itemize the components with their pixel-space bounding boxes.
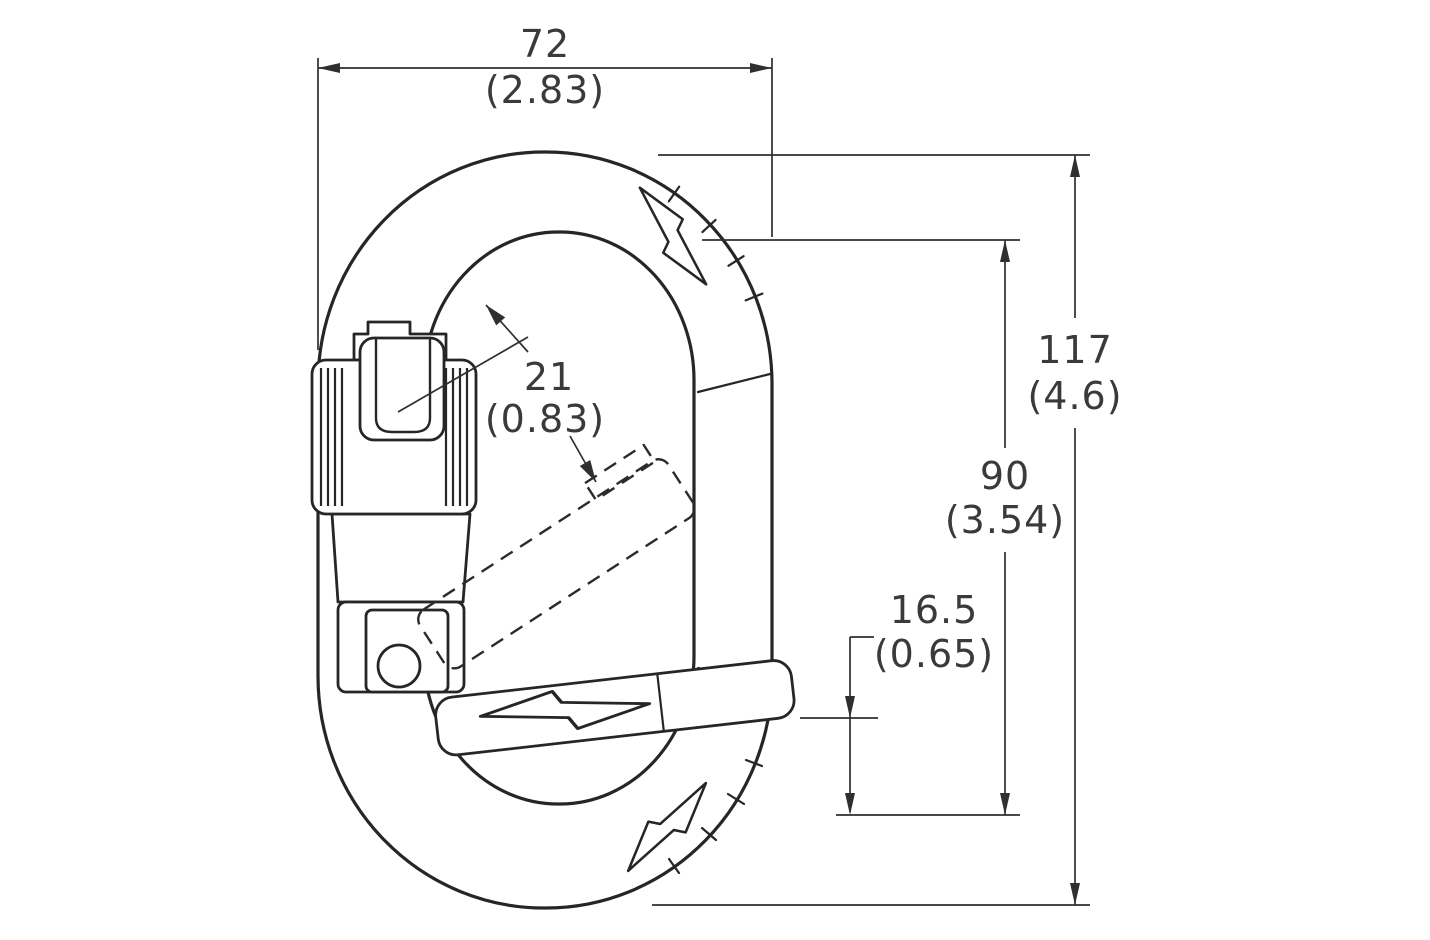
arrow-left-icon [318,63,340,73]
grip-notches-top [667,185,764,302]
arrow-upper-left-icon [486,305,506,326]
open-gate-phantom [417,443,696,670]
arrow-down-icon [1000,793,1010,815]
gate-barrel-upper [330,512,472,604]
arrow-down-icon [1070,883,1080,905]
arrow-down-icon [845,793,855,815]
dim-gate-mm: 21 [524,355,574,399]
arrow-up-icon [1000,240,1010,262]
gate-nose-in-sleeve [374,338,432,434]
open-gate-nose-step [583,443,656,502]
gate-assembly [310,320,478,694]
dimension-overall-height: 117 (4.6) [652,154,1122,906]
gate-latch-arm [434,659,796,757]
lightning-bolt-top-icon [638,186,708,286]
dim-gate-in: (0.83) [485,397,605,441]
dim-width-in: (2.83) [485,68,605,112]
grip-notches-bottom [667,758,764,875]
dim-inner-height-mm: 90 [980,454,1030,498]
lightning-bolt-bottom-icon [626,781,708,873]
arrow-down-icon [845,696,855,718]
dim-latch-mm: 16.5 [890,588,979,632]
dimension-latch-offset: 16.5 (0.65) [800,588,994,815]
dimensions: 72 (2.83) 117 (4.6) 90 (3.54) [317,22,1122,906]
dim-inner-height-in: (3.54) [945,498,1065,542]
grip-plate-edge-top [696,372,772,394]
open-gate-body [417,458,696,670]
gate-pivot-rivet [376,643,422,689]
sleeve-window [358,336,446,442]
lock-sleeve-knurling [319,368,469,506]
dim-height-mm: 117 [1037,328,1113,372]
dimension-gate-opening: 21 (0.83) [397,304,605,483]
dimension-inner-height: 90 (3.54) [702,239,1065,816]
dim-latch-in: (0.65) [874,632,994,676]
arrow-right-icon [750,63,772,73]
arrow-up-icon [1070,155,1080,177]
dim-width-mm: 72 [520,22,570,66]
dimension-width: 72 (2.83) [317,22,773,350]
lightning-bolt-middle-icon [478,690,652,730]
arrow-lower-right-icon [579,460,596,482]
latch-arm-divider [656,672,665,733]
dim-height-in: (4.6) [1027,374,1122,418]
